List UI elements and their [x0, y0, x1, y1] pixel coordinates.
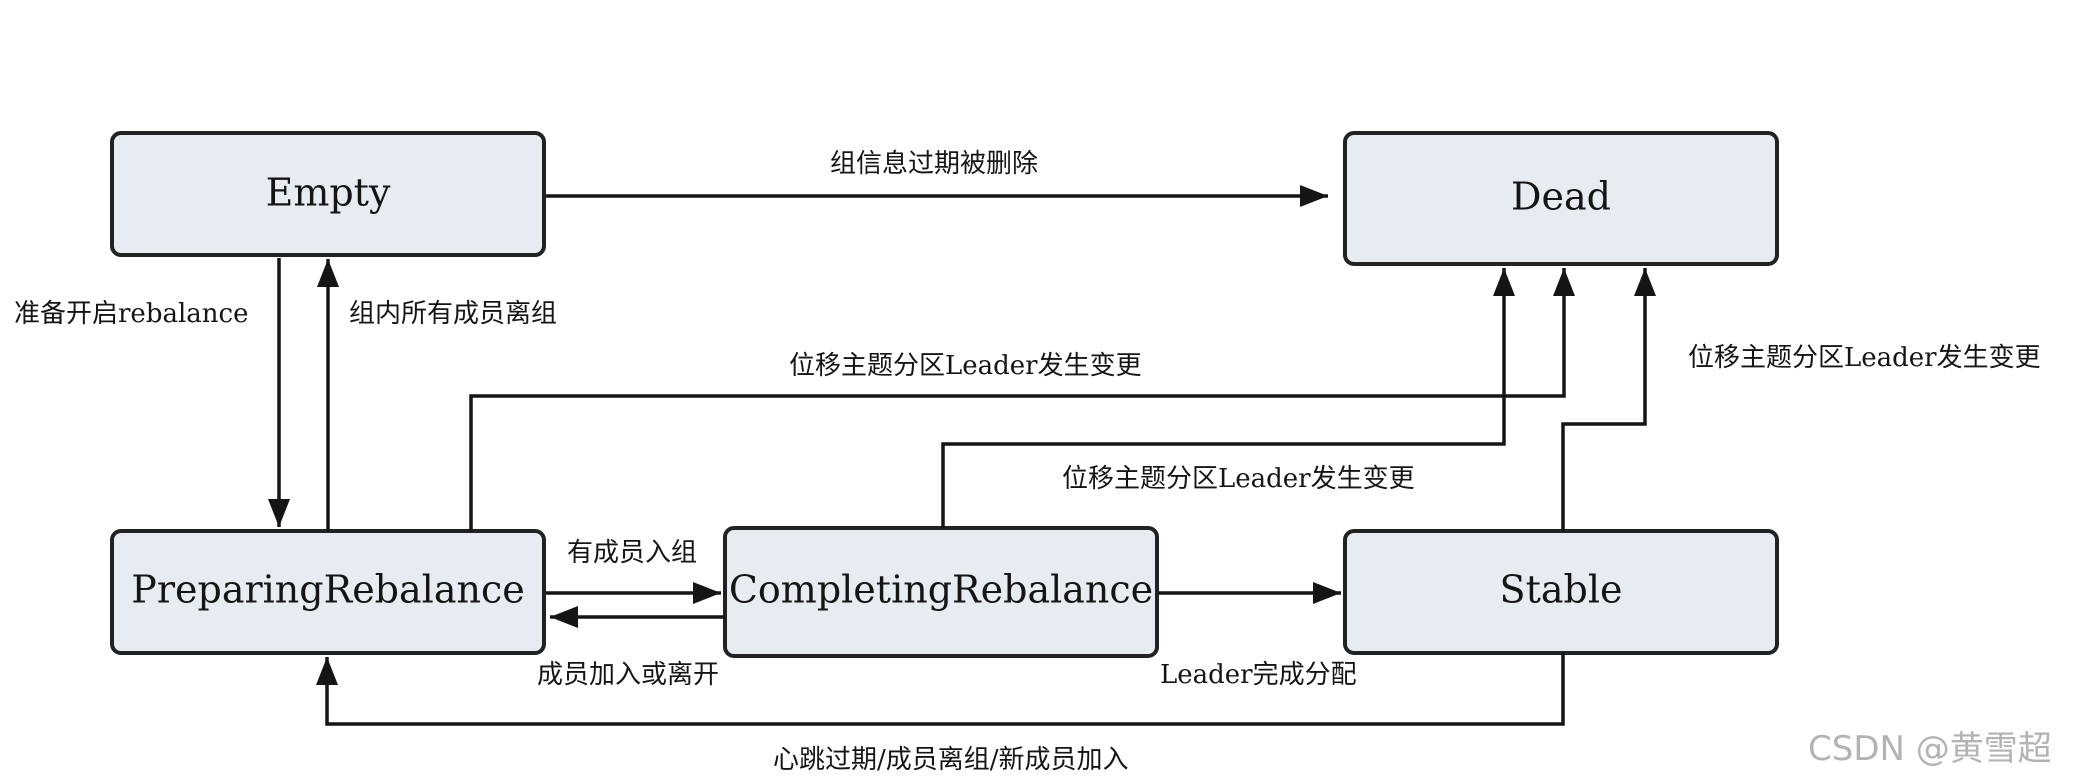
label-preparing-to-empty: 组内所有成员离组 — [349, 299, 557, 329]
label-empty-to-dead: 组信息过期被删除 — [830, 149, 1038, 179]
state-preparing-rebalance-label: PreparingRebalance — [131, 568, 524, 612]
label-preparing-to-completing: 有成员入组 — [567, 538, 697, 568]
label-stable-to-preparing: 心跳过期/成员离组/新成员加入 — [773, 745, 1129, 775]
edge-completing-to-dead — [941, 268, 1515, 528]
state-preparing-rebalance: PreparingRebalance — [110, 529, 546, 655]
state-dead: Dead — [1343, 131, 1779, 266]
edge-preparing-to-dead — [469, 268, 1575, 531]
state-completing-rebalance-label: CompletingRebalance — [729, 568, 1153, 612]
label-completing-to-preparing: 成员加入或离开 — [537, 660, 719, 690]
state-completing-rebalance: CompletingRebalance — [723, 526, 1159, 658]
edge-stable-to-dead — [1561, 268, 1656, 531]
label-empty-to-preparing: 准备开启rebalance — [14, 299, 248, 329]
label-completing-to-dead: 位移主题分区Leader发生变更 — [1062, 464, 1415, 494]
state-stable-label: Stable — [1500, 568, 1623, 612]
state-empty: Empty — [110, 131, 546, 257]
label-preparing-to-dead: 位移主题分区Leader发生变更 — [789, 351, 1142, 381]
state-dead-label: Dead — [1511, 175, 1611, 219]
watermark-text: CSDN @黄雪超 — [1808, 729, 2052, 769]
state-empty-label: Empty — [266, 171, 391, 215]
label-stable-to-dead: 位移主题分区Leader发生变更 — [1688, 343, 2041, 373]
label-completing-to-stable: Leader完成分配 — [1160, 660, 1357, 690]
state-stable: Stable — [1343, 529, 1779, 655]
edge-stable-to-preparing — [316, 653, 1565, 726]
